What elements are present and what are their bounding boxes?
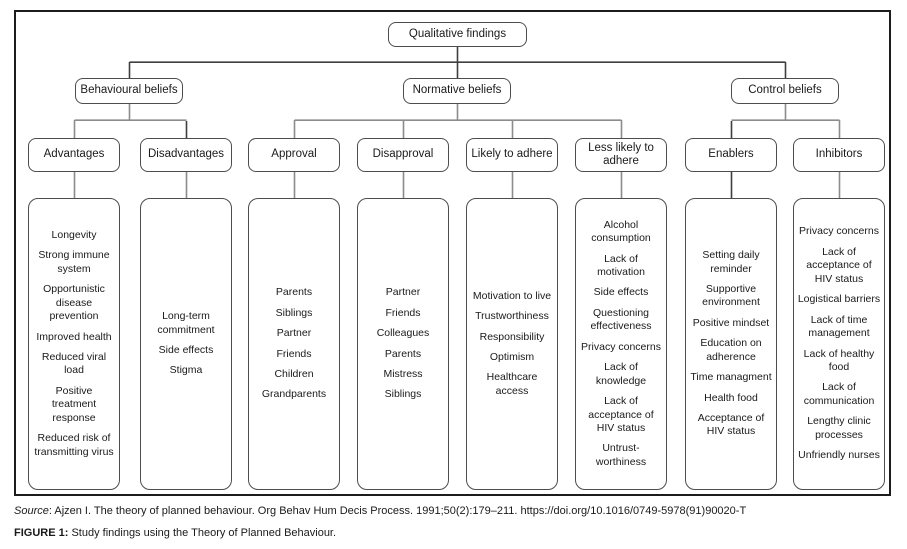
list-item: Long-term commitment [157, 310, 215, 336]
list-item: Children [274, 367, 314, 380]
list-item: Mistress [383, 367, 423, 380]
node-disadvantages: Disadvantages [140, 138, 232, 172]
list-item: Opportunistic disease prevention [43, 283, 105, 323]
list-item: Responsibility [479, 330, 545, 343]
list-item: Supportive environment [702, 282, 760, 309]
list-item: Lack of healthy food [803, 347, 875, 373]
list-item: Reduced risk of transmitting virus [34, 432, 114, 458]
list-item: Motivation to live [472, 289, 552, 302]
list-item: Optimism [489, 351, 535, 363]
list-item: Health food [704, 391, 758, 404]
list-item: Unfriendly nurses [798, 449, 880, 462]
list-item: Partner [276, 327, 312, 340]
list-item: Trustworthiness [475, 310, 549, 323]
list-item: Lack of communication [803, 381, 875, 407]
list-item: Acceptance of HIV status [697, 412, 765, 438]
node-normative-beliefs: Normative beliefs [403, 78, 511, 104]
list-item: Lack of knowledge [595, 361, 647, 387]
node-inhibitors: Inhibitors [793, 138, 885, 172]
list-item: Time managment [690, 371, 772, 384]
list-item: Friends [276, 347, 312, 360]
source-caption: Source: Ajzen I. The theory of planned b… [14, 505, 746, 518]
list-item: Logistical barriers [797, 293, 881, 306]
list-item: Improved health [36, 330, 112, 343]
list-item: Privacy concerns [581, 340, 661, 353]
figure-caption: FIGURE 1: Study findings using the Theor… [14, 527, 336, 540]
list-item: Colleagues [376, 327, 430, 340]
list-item: Reduced viral load [41, 351, 107, 377]
list-item: Lack of time management [808, 313, 870, 340]
list-item: Friends [385, 306, 421, 319]
node-disapproval: Disapproval [357, 138, 449, 172]
list-item: Strong immune system [38, 249, 110, 275]
list-item: Grandparents [261, 388, 327, 401]
list-item: Healthcare access [486, 371, 538, 397]
list-item: Lengthy clinic processes [807, 415, 871, 441]
list-item: Questioning effectiveness [590, 306, 652, 333]
list-item: Lack of acceptance of HIV status [806, 245, 872, 285]
node-control-beliefs: Control beliefs [731, 78, 839, 104]
figure-label: FIGURE 1: [14, 527, 69, 539]
node-enablers: Enablers [685, 138, 777, 172]
list-item: Siblings [384, 388, 422, 401]
node-behavioural-beliefs: Behavioural beliefs [75, 78, 183, 104]
list-item: Untrust-worthiness [595, 442, 647, 468]
node-qualitative-findings: Qualitative findings [388, 22, 527, 47]
list-item: Lack of acceptance of HIV status [588, 395, 654, 434]
list-item: Partner [385, 286, 421, 299]
node-advantages: Advantages [28, 138, 120, 172]
list-item: Parents [275, 286, 313, 299]
list-item: Alcohol consumption [591, 218, 651, 245]
node-less-likely-to-adhere: Less likely to adhere [575, 138, 667, 172]
source-text: : Ajzen I. The theory of planned behavio… [48, 505, 747, 517]
list-item: Positive mindset [692, 316, 770, 329]
figure-text: Study findings using the Theory of Plann… [68, 527, 337, 539]
list-item: Positive treatment response [51, 384, 97, 424]
list-item: Stigma [169, 364, 203, 377]
node-likely-to-adhere: Likely to adhere [466, 138, 558, 172]
list-item: Lack of motivation [597, 252, 645, 279]
source-label: Source [14, 505, 49, 517]
list-item: Setting daily reminder [702, 249, 760, 275]
list-item: Parents [384, 347, 422, 360]
node-approval: Approval [248, 138, 340, 172]
list-item: Longevity [51, 228, 97, 241]
list-item: Side effects [593, 286, 649, 299]
list-item: Side effects [158, 344, 214, 356]
list-item: Siblings [275, 306, 313, 319]
list-item: Education on adherence [700, 337, 762, 363]
list-item: Privacy concerns [799, 225, 879, 238]
